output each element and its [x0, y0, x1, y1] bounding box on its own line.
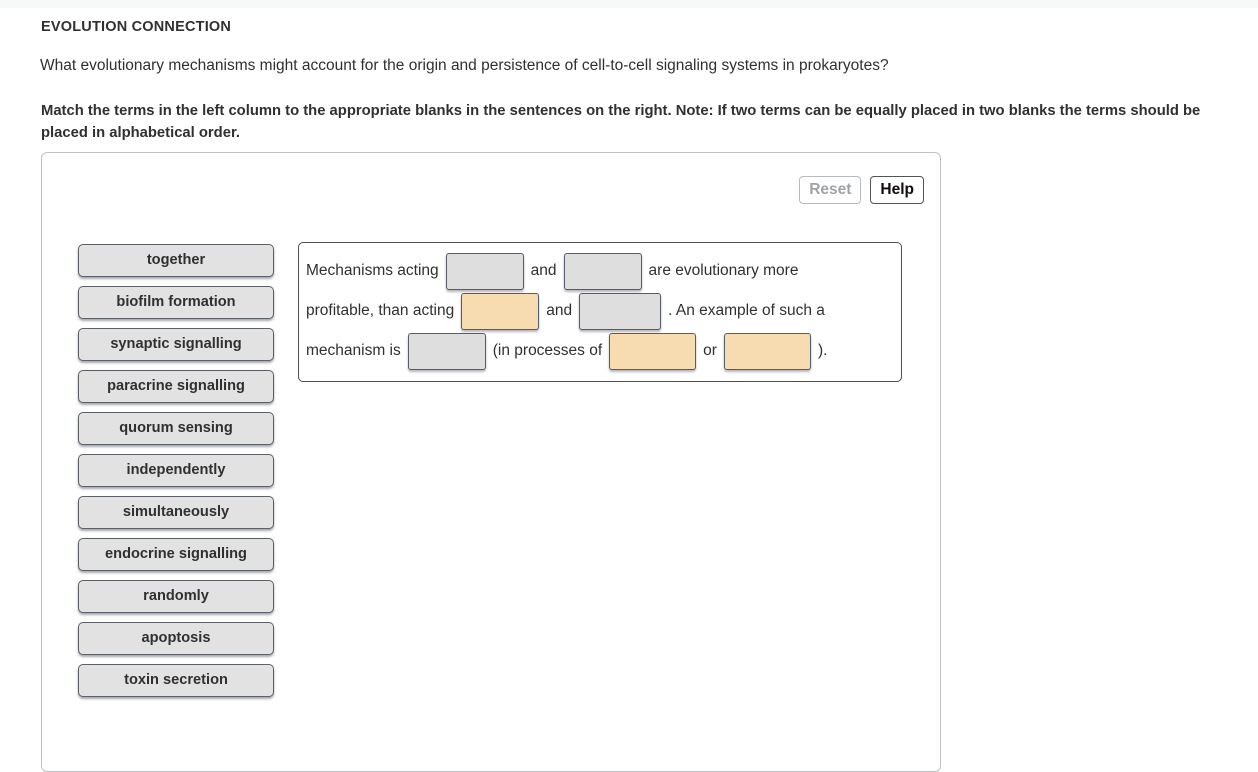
sentence-text-1a: Mechanisms acting	[306, 262, 439, 279]
sentence-text-2b: and	[546, 302, 573, 319]
drop-slot-2[interactable]	[563, 252, 642, 290]
sentence-line-1: Mechanisms acting and are evolutionary m…	[305, 251, 895, 291]
question-text: What evolutionary mechanisms might accou…	[40, 57, 889, 74]
term-item-synaptic-signalling[interactable]: synaptic signalling	[78, 328, 274, 361]
instruction-text: Match the terms in the left column to th…	[41, 103, 1201, 141]
matching-activity-container: Reset Help together biofilm formation sy…	[41, 152, 941, 772]
term-item-together[interactable]: together	[78, 244, 274, 277]
drop-slot-5[interactable]	[407, 332, 486, 370]
section-title: EVOLUTION CONNECTION	[41, 19, 232, 35]
term-bank: together biofilm formation synaptic sign…	[78, 244, 274, 706]
term-item-randomly[interactable]: randomly	[78, 580, 274, 613]
sentence-text-3c: or	[703, 342, 717, 359]
sentence-text-1c: are evolutionary more	[648, 262, 799, 279]
drop-slot-1[interactable]	[445, 252, 524, 290]
term-item-endocrine-signalling[interactable]: endocrine signalling	[78, 538, 274, 571]
drop-slot-4[interactable]	[579, 292, 662, 330]
drop-slot-7[interactable]	[723, 332, 811, 370]
sentence-text-2a: profitable, than acting	[306, 302, 455, 319]
sentence-panel: Mechanisms acting and are evolutionary m…	[298, 242, 902, 382]
term-item-quorum-sensing[interactable]: quorum sensing	[78, 412, 274, 445]
sentence-text-3b: (in processes of	[492, 342, 603, 359]
sentence-line-3: mechanism is (in processes of or ).	[305, 331, 895, 371]
term-item-independently[interactable]: independently	[78, 454, 274, 487]
drop-slot-3[interactable]	[461, 292, 540, 330]
sentence-text-3d: ).	[817, 342, 828, 359]
sentence-text-1b: and	[530, 262, 557, 279]
term-item-toxin-secretion[interactable]: toxin secretion	[78, 664, 274, 697]
term-item-apoptosis[interactable]: apoptosis	[78, 622, 274, 655]
drop-slot-6[interactable]	[609, 332, 697, 370]
sentence-line-2: profitable, than acting and . An example…	[305, 291, 895, 331]
reset-button[interactable]: Reset	[799, 176, 862, 204]
sentence-text-2c: . An example of such a	[668, 302, 825, 319]
term-item-biofilm-formation[interactable]: biofilm formation	[78, 286, 274, 319]
top-strip	[0, 0, 1258, 8]
sentence-text-3a: mechanism is	[306, 342, 401, 359]
activity-toolbar: Reset Help	[799, 176, 924, 204]
term-item-paracrine-signalling[interactable]: paracrine signalling	[78, 370, 274, 403]
term-item-simultaneously[interactable]: simultaneously	[78, 496, 274, 529]
help-button[interactable]: Help	[870, 176, 924, 204]
